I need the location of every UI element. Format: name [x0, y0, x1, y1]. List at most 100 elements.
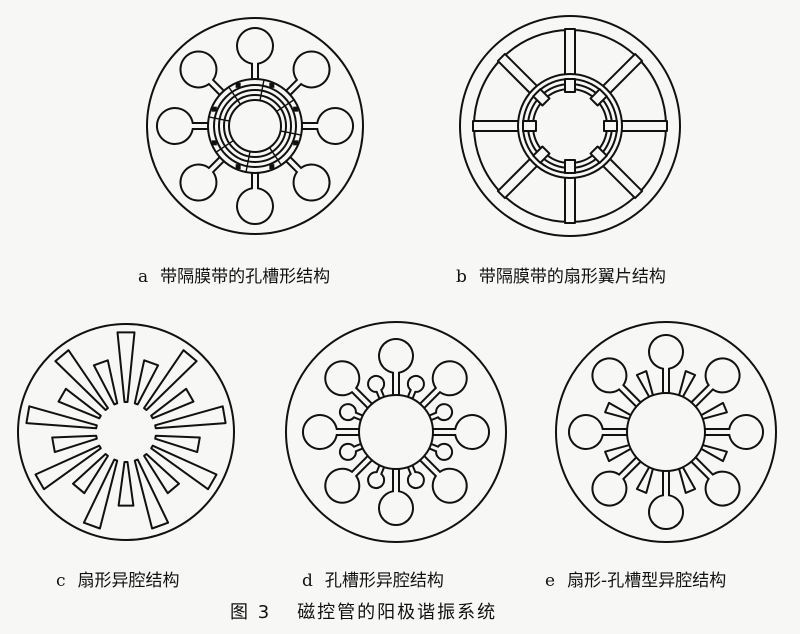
panel-e-vane-hole-slot-rising-sun [555, 321, 777, 543]
strap-connector-5 [235, 164, 241, 170]
caption-b-letter: b [456, 267, 467, 287]
hole-cavity-6 [591, 455, 643, 507]
resonator-hole-2 [283, 50, 331, 98]
fan-cavity-9 [133, 458, 170, 530]
caption-d-text: 孔槽形异腔结构 [324, 571, 444, 591]
fan-cavity-15 [25, 405, 98, 430]
strap-ring-outer-2 [213, 84, 297, 168]
panel-d-hole-slot-rising-sun [285, 321, 507, 543]
resonator-hole-8 [179, 50, 227, 98]
fan-cavity-5 [635, 465, 655, 494]
vane-7 [472, 120, 525, 132]
strap-connector-7 [211, 106, 217, 112]
vane-tip-5 [564, 159, 576, 174]
fan-cavity-12 [72, 453, 109, 495]
fan-cavity-17 [54, 349, 109, 411]
small-hole-3 [427, 442, 454, 461]
strap-connector-3 [293, 140, 299, 146]
resonator-hole-7 [156, 107, 211, 145]
resonator-hole-3 [299, 107, 354, 145]
caption-b: b 带隔膜带的扇形翼片结构 [456, 262, 666, 287]
fan-cavity-4 [677, 465, 697, 494]
vane-edge-1 [259, 79, 265, 101]
hole-cavity-1 [648, 333, 684, 394]
outer-anode-circle [459, 15, 681, 237]
strap-connector-8 [235, 82, 241, 88]
vane-tip-4 [589, 145, 608, 164]
vane-edge-4 [268, 147, 282, 166]
fan-cavity-16 [57, 387, 102, 420]
caption-c-text: 扇形异腔结构 [77, 571, 180, 591]
outer-anode-circle [17, 323, 235, 541]
vane-1 [564, 28, 576, 81]
small-hole-6 [338, 442, 365, 461]
large-hole-1 [378, 337, 414, 396]
fan-cavity-6 [154, 434, 201, 454]
panel-b-vane-with-straps [459, 15, 681, 237]
small-hole-4 [406, 463, 425, 490]
cathode-space-circle [228, 99, 282, 153]
hole-cavity-7 [567, 414, 628, 450]
fan-cavity-18 [92, 359, 119, 406]
panel-a-hole-slot-with-straps [146, 17, 364, 235]
small-hole-5 [367, 463, 386, 490]
caption-d-letter: d [302, 571, 313, 591]
fan-cavity-8 [635, 370, 655, 399]
outer-anode-circle [146, 17, 364, 235]
caption-e-letter: e [545, 571, 556, 591]
fan-cavity-2 [133, 359, 160, 406]
strap-ring-outer-1 [207, 78, 303, 174]
small-hole-1 [406, 374, 425, 401]
vane-edge-8 [228, 86, 242, 105]
vane-tip-1 [564, 78, 576, 93]
vane-edge-7 [208, 116, 230, 122]
large-hole-7 [301, 414, 360, 450]
small-hole-8 [367, 374, 386, 401]
vane-edge-3 [280, 130, 302, 136]
strap-connector-4 [269, 164, 275, 170]
hole-cavity-8 [591, 357, 643, 409]
small-hole-7 [338, 403, 365, 422]
resonator-hole-6 [179, 154, 227, 202]
figure-title: 磁控管的阳极谐振系统 [297, 602, 498, 623]
caption-a: a 带隔膜带的孔槽形结构 [138, 262, 330, 287]
caption-b-text: 带隔膜带的扇形翼片结构 [478, 267, 666, 287]
vane-edge-5 [245, 151, 251, 173]
strap-ring-inner-2 [223, 94, 287, 158]
vane-3 [615, 120, 668, 132]
fan-cavity-14 [51, 434, 98, 454]
fan-cavity-11 [82, 458, 119, 530]
fan-cavity-3 [699, 443, 728, 463]
vane-tip-3 [603, 120, 618, 132]
cathode-space-circle [358, 394, 434, 470]
hole-cavity-5 [648, 470, 684, 531]
large-hole-6 [324, 454, 374, 504]
large-hole-4 [418, 454, 468, 504]
vane-tip-7 [522, 120, 537, 132]
resonator-hole-1 [236, 27, 274, 82]
fan-cavity-7 [604, 401, 633, 421]
large-hole-3 [432, 414, 491, 450]
large-hole-5 [378, 468, 414, 527]
hole-cavity-2 [689, 357, 741, 409]
cathode-space-circle [626, 392, 706, 472]
vane-5 [564, 171, 576, 224]
fan-cavity-2 [699, 401, 728, 421]
caption-a-letter: a [138, 267, 149, 287]
vane-edge-6 [215, 139, 234, 153]
fan-cavity-1 [116, 331, 136, 403]
large-hole-2 [418, 360, 468, 410]
fan-cavity-7 [150, 444, 218, 491]
caption-a-text: 带隔膜带的孔槽形结构 [160, 267, 331, 287]
fan-cavity-3 [143, 349, 198, 411]
strap-connector-2 [293, 106, 299, 112]
strap-connector-6 [211, 140, 217, 146]
fan-cavity-8 [143, 453, 180, 495]
fan-cavity-6 [604, 443, 633, 463]
strap-ring-inner-1 [218, 89, 292, 163]
hole-cavity-3 [704, 414, 765, 450]
vane-tip-6 [532, 145, 551, 164]
